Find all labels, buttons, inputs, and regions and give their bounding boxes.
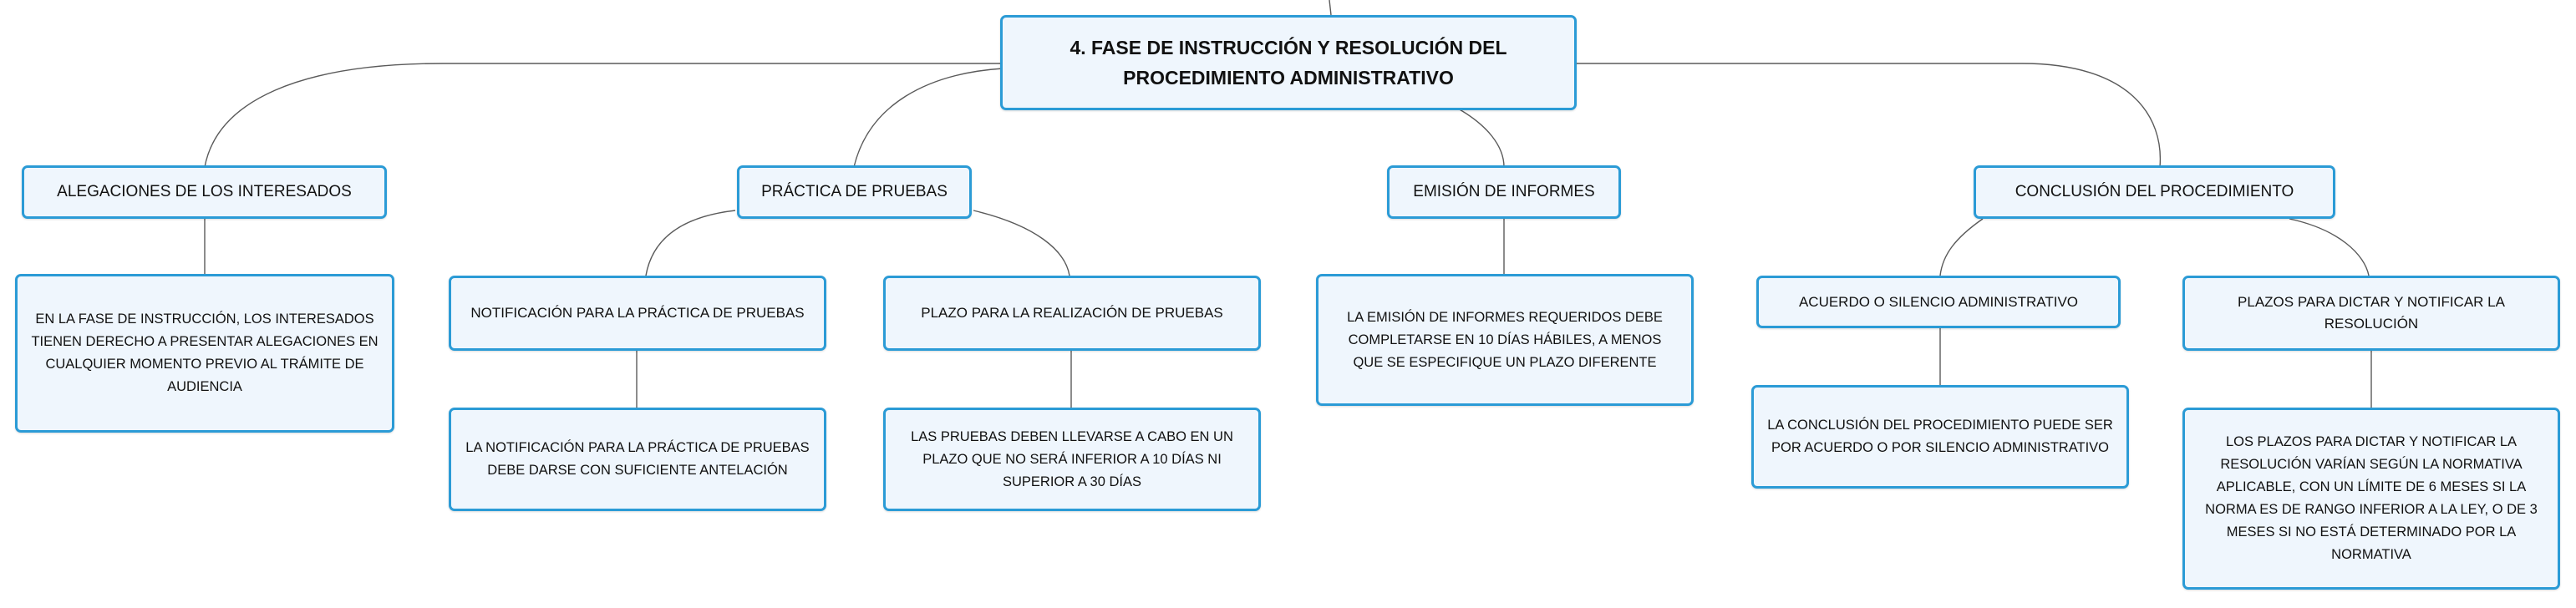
plazos-resolucion-detail-text: LOS PLAZOS PARA DICTAR Y NOTIFICAR LA RE… [2205, 434, 2538, 562]
link-conclusion-acuerdo [1939, 218, 1984, 276]
link-root-alegaciones [204, 63, 1003, 168]
informes-detail-node[interactable]: LA EMISIÓN DE INFORMES REQUERIDOS DEBE C… [1316, 274, 1694, 406]
acuerdo-silencio-detail-text: LA CONCLUSIÓN DEL PROCEDIMIENTO PUEDE SE… [1767, 418, 2113, 455]
link-root-conclusion [1575, 63, 2162, 168]
acuerdo-silencio-detail-node[interactable]: LA CONCLUSIÓN DEL PROCEDIMIENTO PUEDE SE… [1751, 385, 2129, 489]
alegaciones-detail-text: EN LA FASE DE INSTRUCCIÓN, LOS INTERESAD… [31, 312, 379, 394]
branch-alegaciones-label: ALEGACIONES DE LOS INTERESADOS [57, 183, 352, 200]
root-topic-node[interactable]: 4. FASE DE INSTRUCCIÓN Y RESOLUCIÓN DEL … [1000, 15, 1577, 110]
branch-alegaciones-node[interactable]: ALEGACIONES DE LOS INTERESADOS [22, 165, 387, 219]
link-pruebas-plazo [973, 210, 1070, 276]
plazo-pruebas-detail-node[interactable]: LAS PRUEBAS DEBEN LLEVARSE A CABO EN UN … [883, 408, 1261, 511]
notificacion-pruebas-label: NOTIFICACIÓN PARA LA PRÁCTICA DE PRUEBAS [470, 305, 805, 321]
notificacion-pruebas-node[interactable]: NOTIFICACIÓN PARA LA PRÁCTICA DE PRUEBAS [449, 276, 826, 351]
plazos-resolucion-detail-node[interactable]: LOS PLAZOS PARA DICTAR Y NOTIFICAR LA RE… [2182, 408, 2560, 590]
plazos-resolucion-label: PLAZOS PARA DICTAR Y NOTIFICAR LA RESOLU… [2238, 294, 2505, 332]
branch-pruebas-label: PRÁCTICA DE PRUEBAS [761, 183, 948, 200]
link-conclusion-plazos [2289, 218, 2370, 276]
branch-conclusion-node[interactable]: CONCLUSIÓN DEL PROCEDIMIENTO [1974, 165, 2335, 219]
link-root-informes [1457, 108, 1505, 168]
alegaciones-detail-node[interactable]: EN LA FASE DE INSTRUCCIÓN, LOS INTERESAD… [15, 274, 394, 433]
link-root-pruebas [853, 68, 1003, 168]
notificacion-pruebas-detail-node[interactable]: LA NOTIFICACIÓN PARA LA PRÁCTICA DE PRUE… [449, 408, 826, 511]
plazo-pruebas-label: PLAZO PARA LA REALIZACIÓN DE PRUEBAS [921, 305, 1223, 321]
branch-informes-label: EMISIÓN DE INFORMES [1413, 183, 1595, 200]
link-parent-root [1329, 0, 1332, 16]
plazo-pruebas-detail-text: LAS PRUEBAS DEBEN LLEVARSE A CABO EN UN … [911, 428, 1233, 489]
root-topic-title: 4. FASE DE INSTRUCCIÓN Y RESOLUCIÓN DEL … [1070, 37, 1507, 89]
link-pruebas-notificacion [645, 210, 736, 276]
branch-pruebas-node[interactable]: PRÁCTICA DE PRUEBAS [737, 165, 972, 219]
branch-conclusion-label: CONCLUSIÓN DEL PROCEDIMIENTO [2015, 183, 2294, 200]
acuerdo-silencio-node[interactable]: ACUERDO O SILENCIO ADMINISTRATIVO [1756, 276, 2121, 328]
informes-detail-text: LA EMISIÓN DE INFORMES REQUERIDOS DEBE C… [1347, 309, 1663, 370]
plazo-pruebas-node[interactable]: PLAZO PARA LA REALIZACIÓN DE PRUEBAS [883, 276, 1261, 351]
branch-informes-node[interactable]: EMISIÓN DE INFORMES [1387, 165, 1621, 219]
plazos-resolucion-node[interactable]: PLAZOS PARA DICTAR Y NOTIFICAR LA RESOLU… [2182, 276, 2560, 351]
notificacion-pruebas-detail-text: LA NOTIFICACIÓN PARA LA PRÁCTICA DE PRUE… [465, 440, 810, 478]
acuerdo-silencio-label: ACUERDO O SILENCIO ADMINISTRATIVO [1798, 293, 2079, 310]
